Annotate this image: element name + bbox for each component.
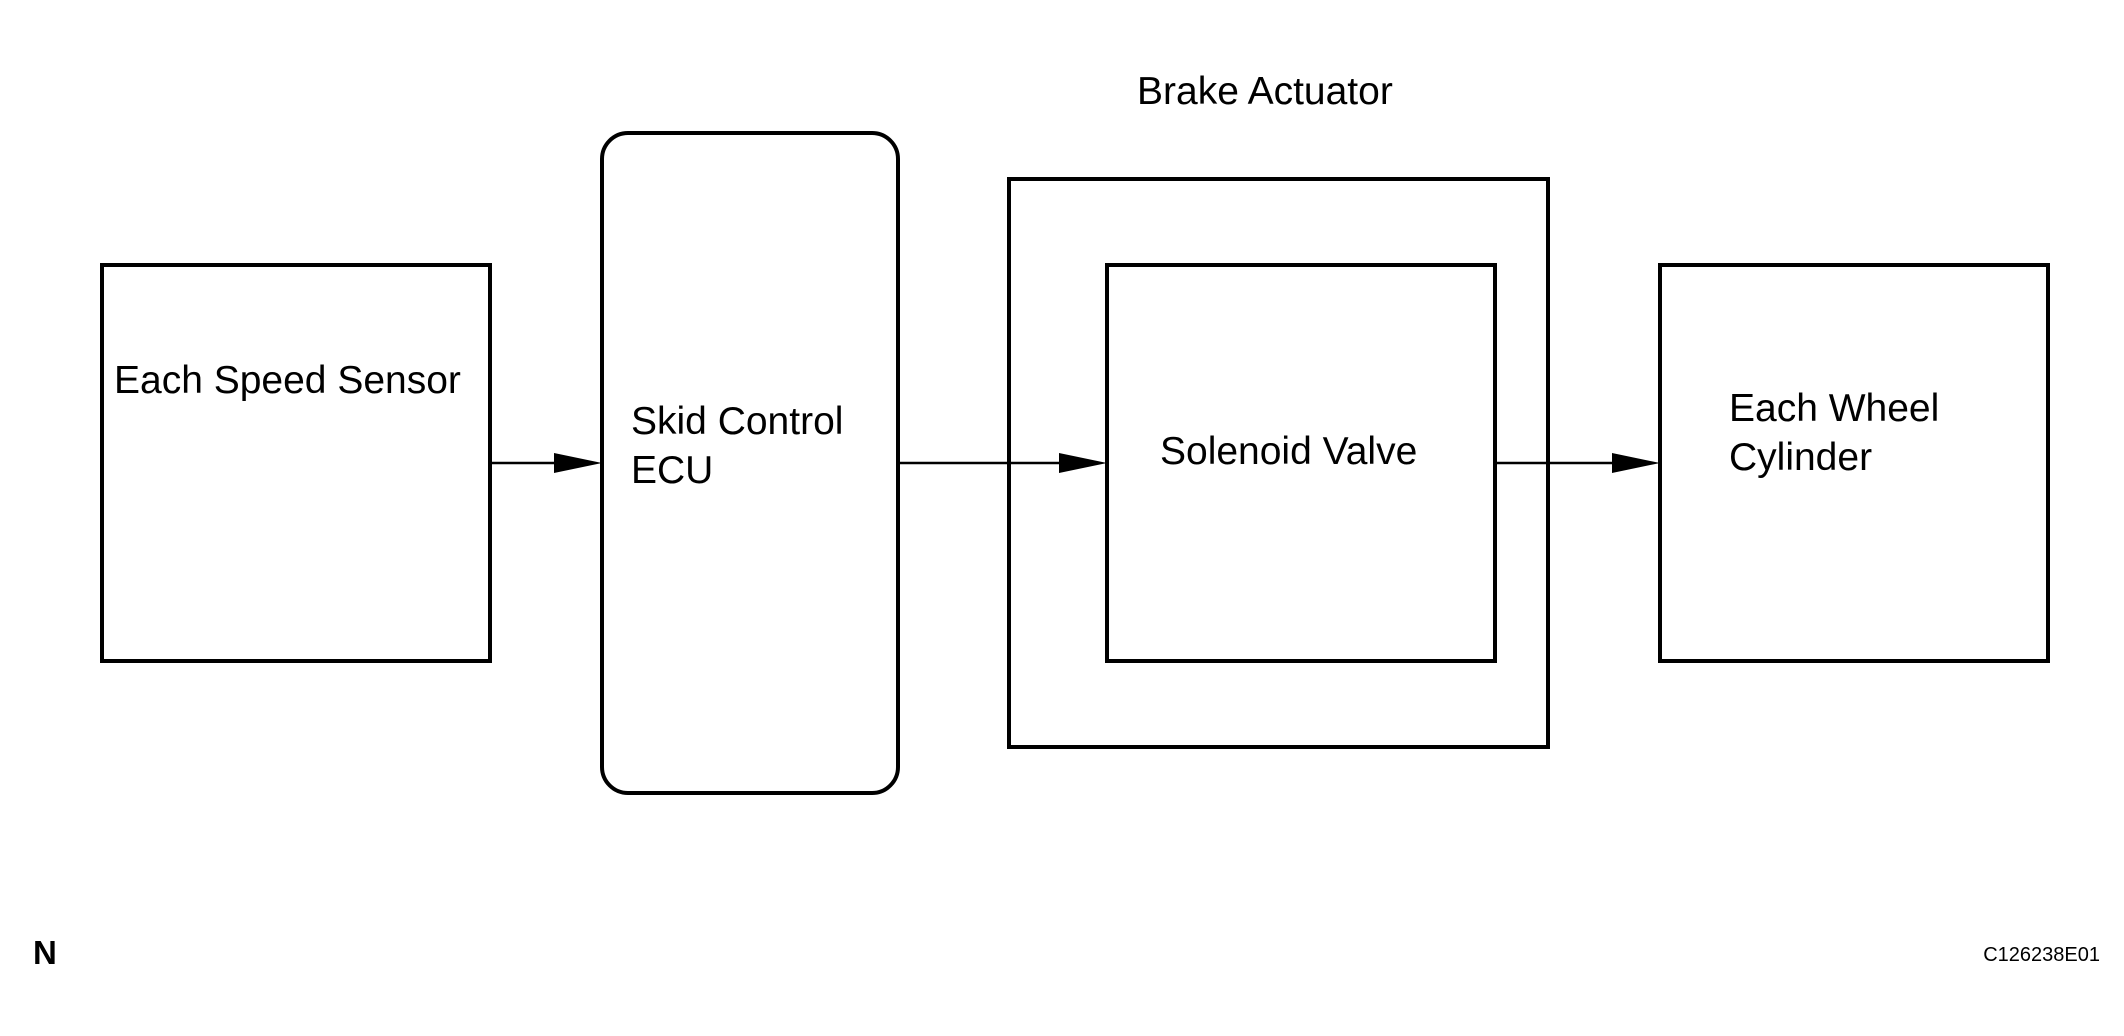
speed-sensor-box: [100, 263, 492, 663]
node-wheel-cylinder: Each Wheel Cylinder: [1658, 263, 2050, 663]
wheel-cylinder-label-line-1: Each Wheel: [1729, 387, 1939, 430]
brake-actuator-title: Brake Actuator: [1137, 70, 1393, 113]
edge-3-arrowhead: [1612, 453, 1660, 473]
edge-ecu-to-solenoid-valve: [898, 453, 1107, 473]
node-solenoid-valve: Solenoid Valve: [1105, 263, 1497, 663]
edge-speed-sensor-to-ecu: [490, 453, 602, 473]
node-skid-control-ecu: Skid Control ECU: [600, 131, 900, 795]
node-speed-sensor: Each Speed Sensor: [100, 263, 492, 663]
corner-mark-n: N: [33, 934, 57, 971]
edge-2-arrowhead: [1059, 453, 1107, 473]
wheel-cylinder-label-line-2: Cylinder: [1729, 436, 1872, 479]
speed-sensor-label-line-1: Each Speed Sensor: [114, 359, 461, 402]
figure-code: C126238E01: [1983, 944, 2100, 966]
wheel-cylinder-box: [1658, 263, 2050, 663]
skid-control-ecu-label-line-1: Skid Control: [631, 400, 843, 443]
skid-control-ecu-label-line-2: ECU: [631, 449, 713, 492]
edge-solenoid-valve-to-wheel-cylinder: [1495, 453, 1660, 473]
edge-1-arrowhead: [554, 453, 602, 473]
solenoid-valve-label-line-1: Solenoid Valve: [1160, 430, 1417, 473]
